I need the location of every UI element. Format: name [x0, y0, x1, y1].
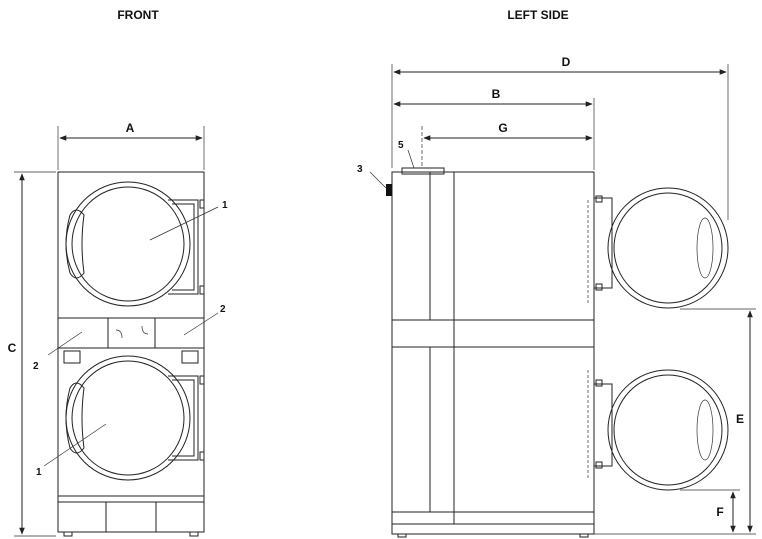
callout-5: 5	[398, 140, 404, 151]
callout-1-lower-door: 1	[36, 467, 42, 478]
callout-2-right-panel: 2	[220, 304, 226, 315]
left-side-view: D B G E F 3 5	[357, 55, 756, 538]
dimension-a-label: A	[126, 121, 135, 135]
callout-2-left-panel: 2	[33, 361, 39, 372]
dimension-g-label: G	[498, 121, 507, 135]
lower-door	[65, 355, 205, 481]
dimension-f-label: F	[716, 505, 723, 519]
front-view: A C 1 2 2 1	[8, 121, 228, 537]
dimension-d-label: D	[562, 55, 571, 69]
front-view-title: FRONT	[117, 8, 159, 22]
dimension-b-label: B	[492, 87, 501, 101]
callout-3: 3	[357, 164, 363, 175]
left-side-view-title: LEFT SIDE	[507, 8, 568, 22]
upper-door-side	[593, 187, 729, 309]
dimension-c-label: C	[8, 341, 17, 355]
callout-1-upper-door: 1	[222, 200, 228, 211]
lower-door-side	[593, 369, 729, 491]
upper-door	[65, 181, 205, 307]
dimension-e-label: E	[736, 412, 744, 426]
